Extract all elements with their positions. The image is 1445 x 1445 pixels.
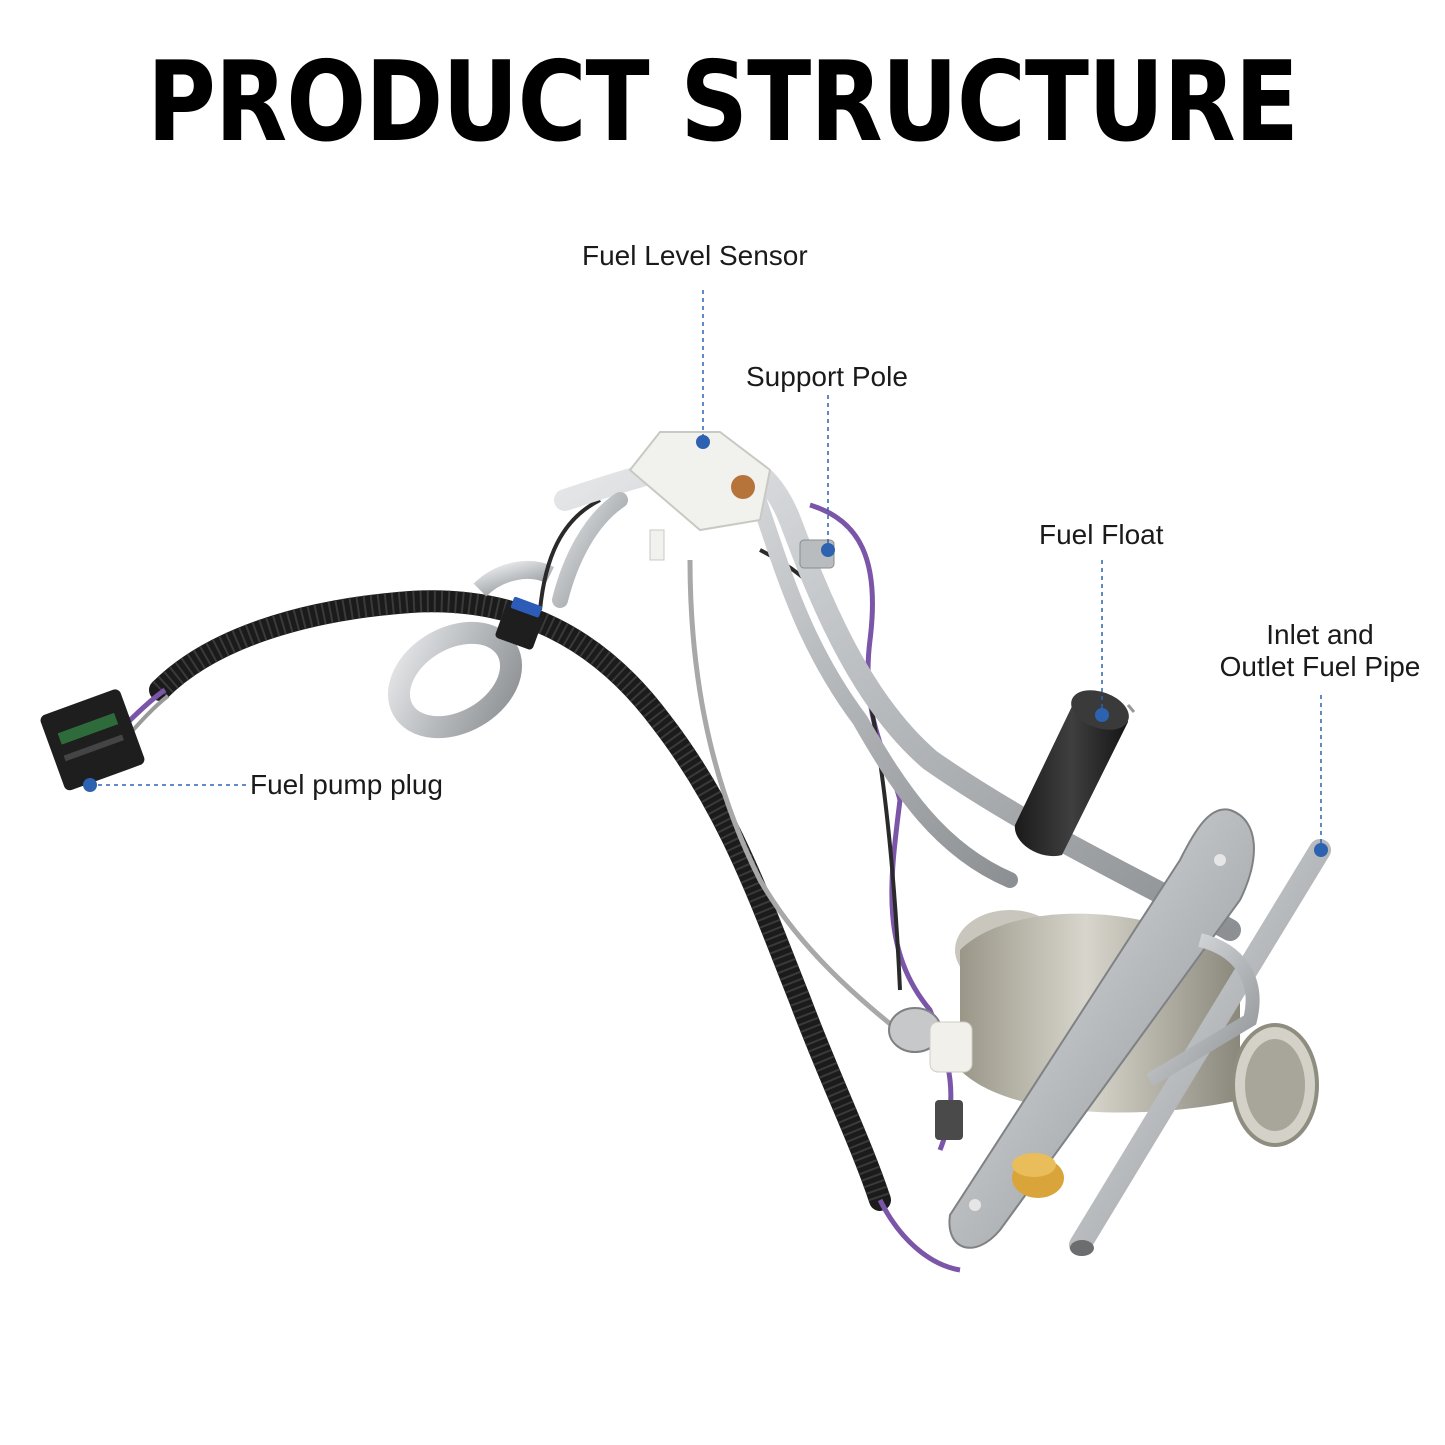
callout-dot-fuel-float xyxy=(1095,708,1109,722)
label-inlet-outlet-pipe: Inlet and Outlet Fuel Pipe xyxy=(1205,619,1435,683)
label-inlet-outlet-line1: Inlet and xyxy=(1266,619,1374,650)
fuel-level-sensor-housing xyxy=(628,431,772,561)
corrugated-hose xyxy=(149,590,961,1273)
yellow-grommet xyxy=(1012,1153,1064,1198)
fuel-float xyxy=(1014,690,1136,857)
wire-connector xyxy=(935,1100,963,1140)
mounting-flange xyxy=(948,808,1255,1249)
sensor-wire xyxy=(687,559,912,1042)
callout-dot-fuel-pump-plug xyxy=(83,778,97,792)
page-title: PRODUCT STRUCTURE xyxy=(147,38,1299,168)
label-fuel-float: Fuel Float xyxy=(1039,519,1164,550)
inlet-outlet-pipe xyxy=(1069,839,1331,1256)
label-inlet-outlet-line2: Outlet Fuel Pipe xyxy=(1219,651,1421,682)
callout-dot-inlet-outlet-pipe xyxy=(1314,843,1328,857)
pressure-switch xyxy=(888,1007,973,1073)
fuel-pump-plug-connector xyxy=(40,689,145,791)
callout-dot-fuel-level-sensor xyxy=(696,435,710,449)
inline-connector xyxy=(495,596,545,650)
callout-dot-support-pole xyxy=(821,543,835,557)
callout-lines xyxy=(90,290,1322,850)
black-wire xyxy=(538,498,601,611)
label-fuel-level-sensor: Fuel Level Sensor xyxy=(582,240,808,271)
label-fuel-pump-plug: Fuel pump plug xyxy=(250,769,444,800)
mounting-ring xyxy=(387,561,555,739)
label-support-pole: Support Pole xyxy=(746,361,908,392)
